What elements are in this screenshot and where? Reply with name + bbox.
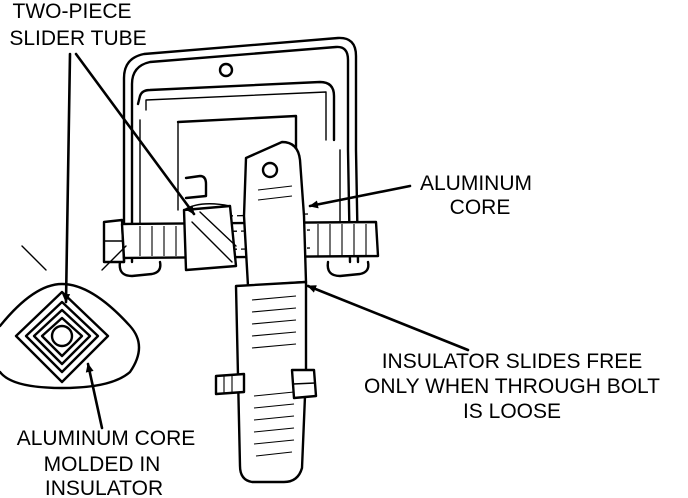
label-core: CORE	[450, 196, 511, 219]
label-aluminum: ALUMINUM	[420, 172, 532, 195]
label-insulator: INSULATOR	[45, 477, 163, 498]
core-bore-icon	[50, 324, 74, 348]
label-insulator-slides-free: INSULATOR SLIDES FREE	[382, 350, 643, 373]
label-slider-tube: SLIDER TUBE	[9, 27, 146, 50]
callout-insulator-slides-free: INSULATOR SLIDES FREE ONLY WHEN THROUGH …	[364, 350, 660, 423]
label-is-loose: IS LOOSE	[463, 400, 561, 423]
insulator-texture	[251, 185, 297, 457]
callout-aluminum-core: ALUMINUM CORE	[420, 172, 532, 219]
through-bolt	[102, 213, 380, 264]
slider-tube-left	[182, 203, 238, 272]
label-only-when-through-bolt: ONLY WHEN THROUGH BOLT	[364, 375, 660, 398]
insulator-hole-icon	[261, 161, 279, 179]
label-two-piece: TWO-PIECE	[13, 0, 132, 23]
insulator-arm	[214, 140, 318, 484]
callout-aluminum-core-molded: ALUMINUM CORE MOLDED IN INSULATOR	[17, 427, 196, 498]
bolt-threads	[139, 224, 367, 256]
leader-lines	[62, 52, 470, 430]
callout-two-piece-slider-tube: TWO-PIECE SLIDER TUBE	[9, 0, 146, 50]
section-detail	[0, 245, 141, 390]
label-aluminum-core: ALUMINUM CORE	[17, 427, 196, 450]
mounting-bracket	[118, 36, 370, 278]
label-molded-in: MOLDED IN	[44, 453, 161, 476]
mounting-hole-icon	[218, 62, 234, 78]
